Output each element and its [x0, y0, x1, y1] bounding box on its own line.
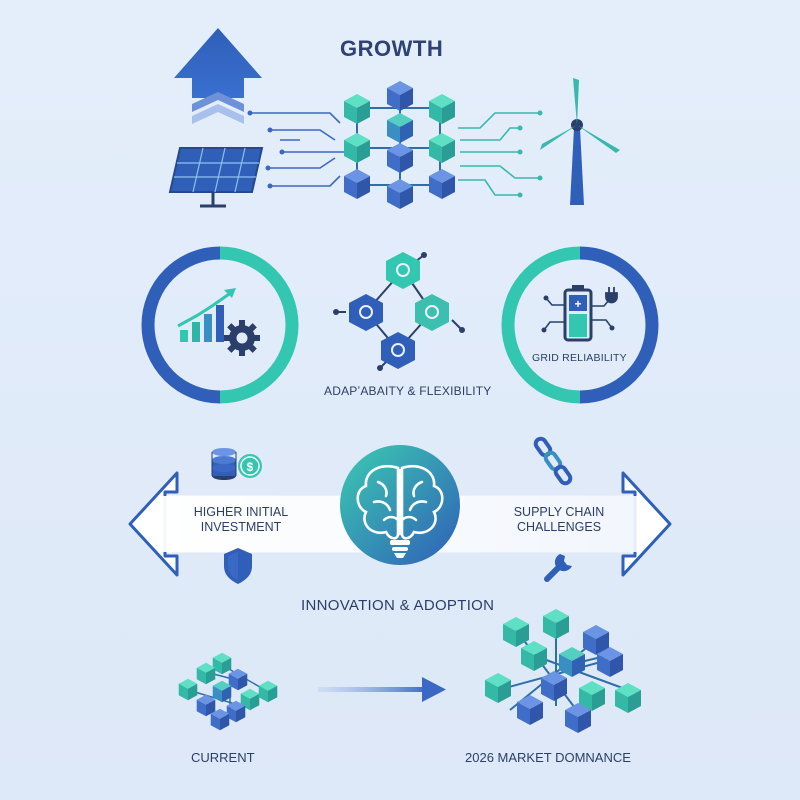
investment-line-2: INVESTMENT: [200, 520, 282, 534]
chain-link-icon: [533, 436, 573, 486]
future-cube-network: [485, 609, 641, 733]
up-arrow-icon: [174, 28, 262, 124]
svg-text:+: +: [574, 297, 581, 311]
grid-reliability-label: GRID RELIABILITY: [532, 352, 627, 364]
wrench-icon: [544, 554, 572, 582]
hexagon-network-icon: [333, 252, 465, 371]
svg-text:$: $: [247, 460, 254, 474]
progress-arrow-icon: [318, 677, 446, 702]
supply-chain-challenge-label: SUPPLY CHAIN CHALLENGES: [494, 505, 624, 535]
battery-icon: +: [501, 246, 659, 404]
market-dominance-label: 2026 MARKET DOMNANCE: [465, 750, 631, 765]
brain-bulb-icon: [340, 445, 460, 565]
investment-line-1: HIGHER INITIAL: [193, 505, 289, 519]
innovation-adoption-label: INNOVATION & ADOPTION: [301, 597, 495, 614]
supply-chain-line-2: CHALLENGES: [516, 520, 602, 534]
wind-turbine-icon: [540, 78, 620, 205]
shield-icon: [224, 548, 252, 584]
adaptability-label: ADAPʼABAITY & FLEXIBILITY: [324, 384, 492, 398]
current-cube-cluster: [178, 652, 278, 731]
solar-panel-icon: [168, 147, 264, 208]
current-label: CURRENT: [191, 750, 255, 765]
investment-challenge-label: HIGHER INITIAL INVESTMENT: [176, 505, 306, 535]
cube-network-icon: [344, 81, 455, 209]
supply-chain-line-1: SUPPLY CHAIN: [513, 505, 605, 519]
circuit-lines-right: [458, 112, 540, 196]
growth-chart-gear-icon: [141, 246, 299, 404]
coins-icon: $: [211, 448, 262, 480]
circuit-lines-left: [250, 112, 345, 187]
page-title: GROWTH: [340, 36, 444, 61]
